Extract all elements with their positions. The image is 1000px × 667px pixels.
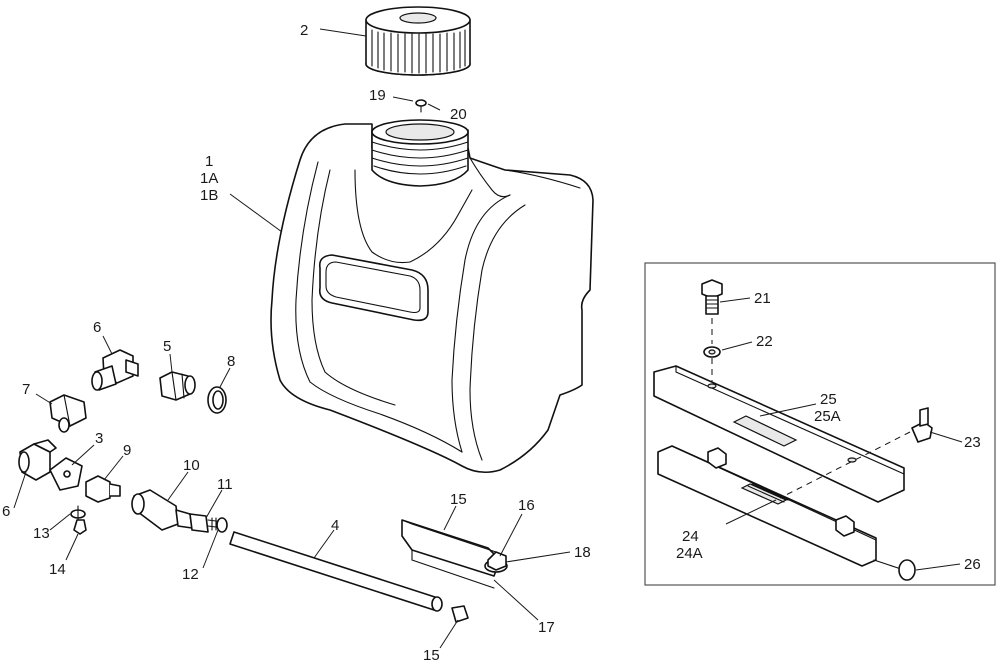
callout-6-lower: 6 <box>2 503 10 520</box>
callout-4: 4 <box>331 517 339 534</box>
callout-13: 13 <box>33 525 50 542</box>
callout-23: 23 <box>964 434 981 451</box>
callout-11: 11 <box>217 476 233 493</box>
callout-21: 21 <box>754 290 771 307</box>
callout-1a: 1A <box>200 170 218 187</box>
inset-panel <box>644 262 996 586</box>
callout-12: 12 <box>182 566 199 583</box>
callout-22: 22 <box>756 333 773 350</box>
callout-labels: 2 19 20 1 1A 1B 6 5 8 7 3 9 6 13 14 10 1… <box>2 22 981 664</box>
vent-screw <box>415 99 427 113</box>
callout-15-lower: 15 <box>423 647 440 664</box>
callout-25: 25 <box>820 391 837 408</box>
hose-clamp <box>451 605 469 623</box>
callout-10: 10 <box>183 457 200 474</box>
callout-20: 20 <box>450 106 467 123</box>
callout-24: 24 <box>682 528 699 545</box>
suction-tube <box>229 531 443 612</box>
callout-25a: 25A <box>814 408 841 425</box>
callout-15-upper: 15 <box>450 491 467 508</box>
callout-6-upper: 6 <box>93 319 101 336</box>
callout-26: 26 <box>964 556 981 573</box>
callout-14: 14 <box>49 561 66 578</box>
callout-16: 16 <box>518 497 535 514</box>
elbow-fitting-upper <box>91 349 139 391</box>
check-valve <box>189 513 228 533</box>
callout-9: 9 <box>123 442 131 459</box>
callout-18: 18 <box>574 544 591 561</box>
hex-nipple <box>159 371 196 401</box>
callout-1: 1 <box>205 153 213 170</box>
tube-bracket <box>401 519 501 589</box>
bolt-and-washer <box>70 505 87 535</box>
elbow-fitting-lower <box>18 439 57 481</box>
callout-5: 5 <box>163 338 171 355</box>
tank-cap <box>365 6 471 76</box>
hose-barb-fitting <box>85 475 121 503</box>
callout-17: 17 <box>538 619 555 636</box>
tee-fitting <box>49 394 87 433</box>
callout-7: 7 <box>22 381 30 398</box>
bracket-fasteners <box>484 551 508 573</box>
o-ring <box>207 386 227 414</box>
callout-24a: 24A <box>676 545 703 562</box>
callout-2: 2 <box>300 22 308 39</box>
callout-1b: 1B <box>200 187 218 204</box>
callout-19: 19 <box>369 87 386 104</box>
leader-lines <box>13 28 963 649</box>
tank-body <box>270 119 594 474</box>
callout-8: 8 <box>227 353 235 370</box>
valve-body <box>131 489 193 531</box>
callout-3: 3 <box>95 430 103 447</box>
mount-bracket <box>49 457 83 491</box>
